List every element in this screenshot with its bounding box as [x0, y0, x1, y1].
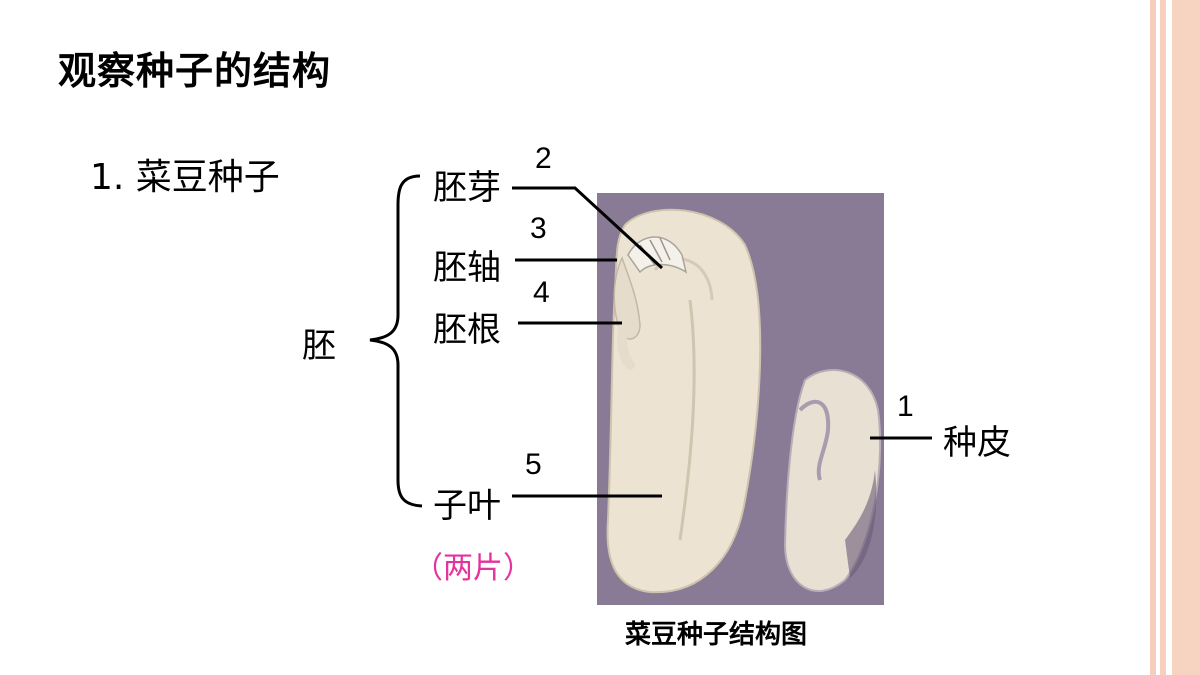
cotyledon-note: （两片） [413, 551, 533, 586]
part-number-cotyledon: 5 [525, 448, 542, 481]
embryo-brace [369, 174, 423, 508]
page-title: 观察种子的结构 [58, 49, 332, 93]
part-number-plumule: 2 [535, 142, 552, 175]
plumule-label: 胚芽 [433, 168, 501, 208]
part-number-radicle: 4 [533, 276, 550, 309]
leader-line-plumule [512, 186, 664, 270]
plumule-shape [627, 236, 688, 274]
hypocotyl-label: 胚轴 [433, 248, 501, 288]
embryo-label: 胚 [302, 326, 336, 366]
part-number-seed-coat: 1 [897, 390, 914, 423]
seed-coat-label: 种皮 [943, 423, 1011, 463]
decorative-edge-stripes [1150, 0, 1200, 675]
part-number-hypocotyl: 3 [530, 212, 547, 245]
cotyledon-label: 子叶 [433, 486, 501, 526]
radicle-label: 胚根 [433, 310, 501, 350]
leader-lines [512, 186, 932, 498]
section-subtitle: 1. 菜豆种子 [90, 157, 280, 198]
figure-caption: 菜豆种子结构图 [625, 620, 808, 650]
